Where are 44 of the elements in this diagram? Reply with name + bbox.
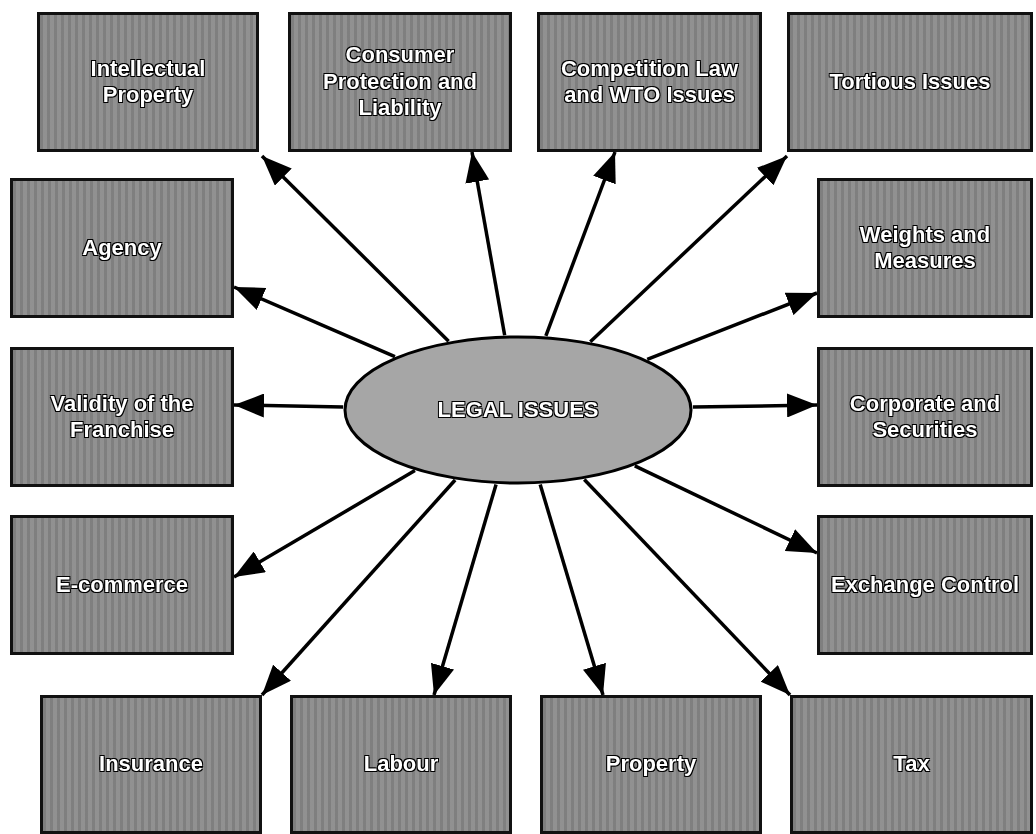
- topic-box: [817, 515, 1033, 655]
- arrow: [430, 483, 498, 696]
- arrow: [646, 291, 818, 362]
- arrow: [544, 151, 617, 337]
- topic-box: [40, 695, 262, 834]
- topic-box: [10, 178, 234, 318]
- topic-box: [288, 12, 512, 152]
- topic-box: [787, 12, 1033, 152]
- topic-label: Consumer Protection and Liability: [322, 42, 478, 122]
- arrow: [538, 483, 606, 696]
- topic-label: Intellectual Property: [89, 55, 207, 109]
- topic-label: Weights and Measures: [858, 221, 992, 275]
- arrow: [692, 393, 818, 418]
- central-ellipse: [343, 335, 693, 485]
- arrow: [233, 469, 416, 579]
- topic-box: [540, 695, 762, 834]
- arrow: [233, 393, 344, 418]
- topic-label: Tortious Issues: [828, 68, 992, 96]
- arrow: [465, 151, 507, 336]
- arrow: [634, 464, 818, 555]
- arrow: [260, 478, 457, 697]
- topic-label: Corporate and Securities: [848, 390, 1002, 444]
- topic-box: [790, 695, 1033, 834]
- topic-box: [290, 695, 512, 834]
- arrow: [233, 285, 396, 359]
- arrow: [583, 478, 792, 697]
- topic-label: Insurance: [98, 751, 204, 778]
- topic-box: [817, 347, 1033, 487]
- topic-label: LEGAL ISSUES: [436, 396, 600, 424]
- topic-label: Labour: [362, 751, 440, 778]
- topic-box: [10, 347, 234, 487]
- topic-box: [537, 12, 762, 152]
- topic-label: Competition Law and WTO Issues: [559, 55, 740, 109]
- topic-label: Agency: [81, 234, 163, 262]
- topic-label: Exchange Control: [829, 571, 1021, 599]
- topic-label: E-commerce: [54, 571, 190, 599]
- topic-label: Validity of the Franchise: [49, 390, 195, 444]
- topic-box: [37, 12, 259, 152]
- topic-label: Tax: [892, 751, 931, 778]
- topic-box: [817, 178, 1033, 318]
- topic-box: [10, 515, 234, 655]
- topic-label: Property: [604, 751, 698, 778]
- arrow: [260, 154, 450, 343]
- arrow: [589, 154, 789, 343]
